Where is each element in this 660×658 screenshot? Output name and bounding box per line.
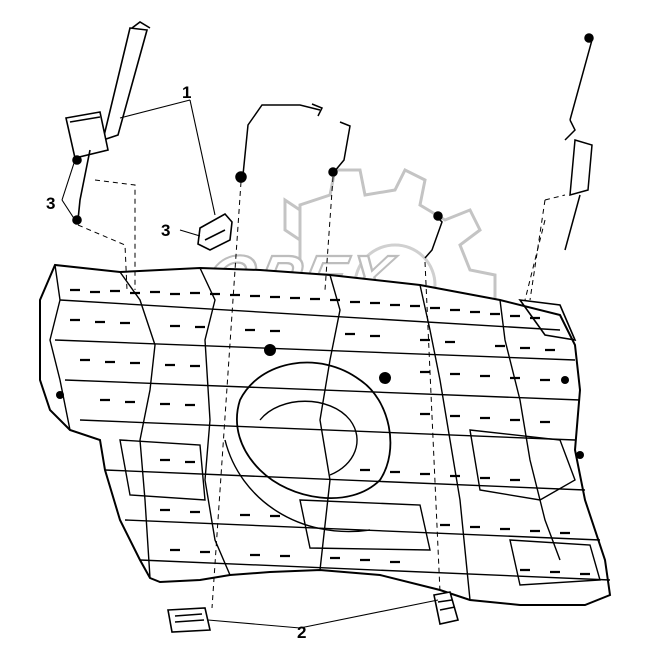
callout-label-3-left: 3	[46, 194, 55, 213]
right-strap-part	[564, 33, 594, 251]
floor-carpet-assembly	[39, 263, 612, 606]
floor-clip-right	[433, 591, 460, 625]
floor-clip-left	[167, 607, 211, 633]
fastener-holes	[56, 344, 584, 459]
callout-label-1: 1	[182, 83, 191, 102]
clip-part	[197, 212, 233, 251]
carpet-outline	[39, 263, 612, 606]
carpet-pattern	[70, 288, 590, 576]
callout-label-2: 2	[297, 623, 306, 642]
center-bracket	[235, 103, 443, 259]
callout-label-3-mid: 3	[161, 221, 170, 240]
left-strap-part	[65, 21, 151, 225]
phantom-lines	[77, 176, 566, 609]
leader-lines	[61, 99, 439, 629]
